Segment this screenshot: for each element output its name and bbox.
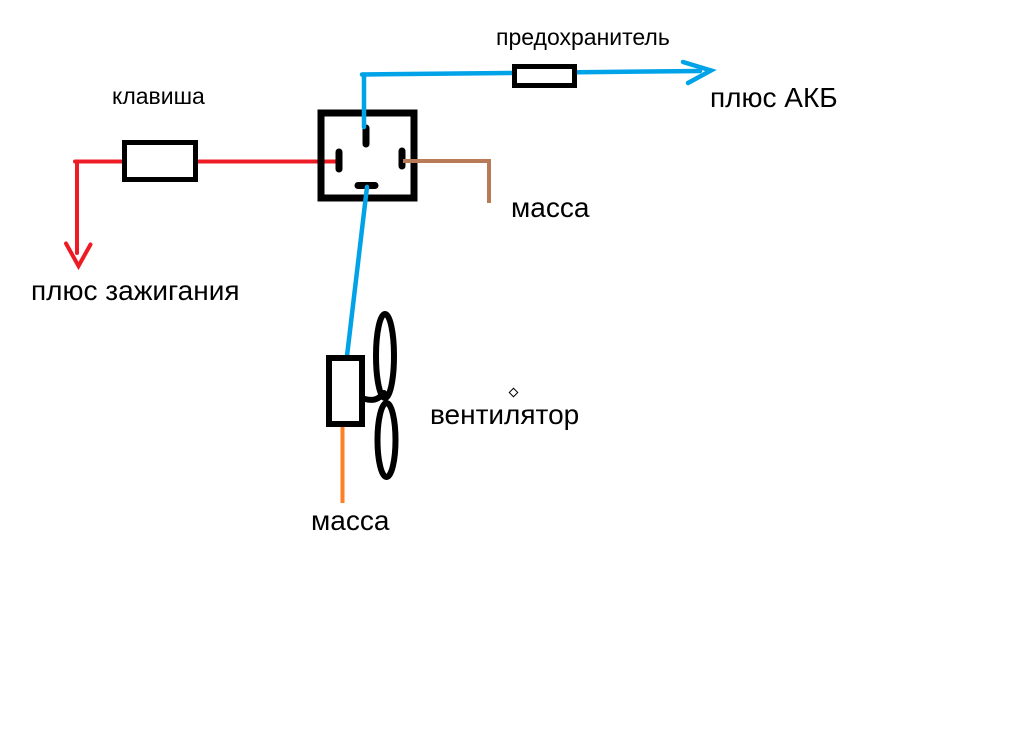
- fan-label: вентилятор: [430, 399, 580, 430]
- fuse-label: предохранитель: [496, 24, 670, 50]
- fan-blade-lower: [374, 400, 399, 480]
- red-ignition-wire: [64, 159, 340, 271]
- fan-ground-label: масса: [311, 505, 390, 536]
- fan-motor-body: [326, 355, 365, 427]
- brown-ground-wire: [403, 159, 491, 203]
- blue-relay-wires: [344, 72, 370, 359]
- switch-box: [122, 140, 198, 182]
- battery-plus-label: плюс АКБ: [710, 82, 838, 113]
- fuse-box: [512, 64, 577, 88]
- relay-pins: [335, 124, 406, 189]
- ignition-plus-label: плюс зажигания: [31, 275, 240, 306]
- blue-arrow-right-icon: [680, 59, 717, 86]
- fan-motor-icon: [326, 311, 399, 480]
- relay-ground-label: масса: [511, 192, 590, 223]
- red-arrow-down-icon: [64, 241, 93, 271]
- switch-key-label: клавиша: [112, 83, 205, 109]
- fan-blade-upper: [373, 311, 397, 401]
- blue-wire-relay-to-fan: [344, 184, 370, 359]
- fan-axle-connector: [362, 390, 387, 403]
